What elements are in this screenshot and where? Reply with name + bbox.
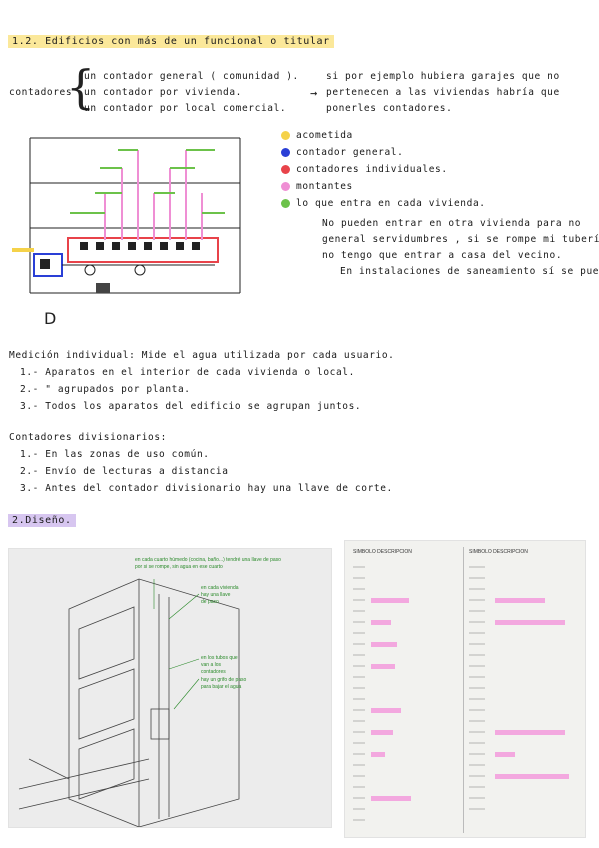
green-note: de paso	[201, 599, 219, 605]
green-note: en los tubos que	[201, 655, 238, 661]
col2-header: SIMBOLO DESCRIPCION	[469, 549, 528, 555]
diagram-letter: D	[44, 309, 56, 328]
green-note: para bajar el agua	[201, 684, 242, 690]
section-heading-2: 2.Diseño.	[8, 514, 76, 527]
building-figure: en cada cuarto húmedo (cocina, baño...) …	[8, 548, 332, 828]
note-line-2: pertenecen a las viviendas habría que	[326, 87, 560, 98]
green-note: en cada cuarto húmedo (cocina, baño...) …	[135, 557, 281, 563]
bullet-line-1: No pueden entrar en otra vivienda para n…	[322, 218, 582, 229]
bullet-line-4: En instalaciones de saneamiento sí se pu…	[340, 266, 599, 277]
green-note: por si se rompe, sin agua en ese cuarto	[135, 564, 223, 570]
note-line-3: ponerles contadores.	[326, 103, 453, 114]
contador-item-2: un contador por vivienda.	[84, 87, 242, 98]
legend-label: lo que entra en cada vivienda.	[296, 198, 486, 209]
contador-item-1: un contador general ( comunidad ).	[84, 71, 299, 82]
contador-item-3: un contador por local comercial.	[84, 103, 287, 114]
legend-label: contadores individuales.	[296, 164, 448, 175]
legend-dot-vivienda	[281, 199, 290, 208]
medicion-line-1: 1.- Aparatos en el interior de cada vivi…	[20, 367, 355, 378]
col1-header: SIMBOLO DESCRIPCION	[353, 549, 412, 555]
brace: {	[66, 60, 96, 114]
divisionarios-line-2: 2.- Envío de lecturas a distancia	[20, 466, 229, 477]
green-note: hay un grifo de paso	[201, 677, 247, 683]
legend-dot-contador-general	[281, 148, 290, 157]
divisionarios-line-1: 1.- En las zonas de uso común.	[20, 449, 210, 460]
arrow-glyph: →	[310, 86, 318, 100]
column-divider	[463, 547, 464, 833]
legend-label: acometida	[296, 130, 353, 141]
legend-dot-montantes	[281, 182, 290, 191]
bullet-line-3: no tengo que entrar a casa del vecino.	[322, 250, 563, 261]
medicion-title: Medición individual: Mide el agua utiliz…	[9, 350, 395, 361]
divisionarios-line-3: 3.- Antes del contador divisionario hay …	[20, 483, 393, 494]
building-diagram: D	[12, 137, 241, 328]
medicion-line-2: 2.- " agrupados por planta.	[20, 384, 191, 395]
legend-label: montantes	[296, 181, 353, 192]
symbols-table: SIMBOLO DESCRIPCION SIMBOLO DESCRIPCION	[344, 540, 586, 838]
green-note: en cada vivienda	[201, 585, 239, 591]
note-line-1: si por ejemplo hubiera garajes que no	[326, 71, 560, 82]
bullet-line-2: general servidumbres , si se rompe mi tu…	[322, 234, 599, 245]
medicion-line-3: 3.- Todos los aparatos del edificio se a…	[20, 401, 362, 412]
building-iso-drawing	[18, 578, 240, 828]
divisionarios-title: Contadores divisionarios:	[9, 432, 167, 443]
legend-dot-acometida	[281, 131, 290, 140]
green-note: van a los	[201, 662, 222, 668]
green-note: hay una llave	[201, 592, 231, 598]
legend-label: contador general.	[296, 147, 404, 158]
symbol-rows	[353, 566, 569, 821]
section-heading: 1.2. Edificios con más de un funcional o…	[8, 35, 334, 48]
green-note: contadores	[201, 669, 226, 675]
legend-dot-contadores-individuales	[281, 165, 290, 174]
contadores-label: contadores	[9, 87, 73, 98]
heading-text: 1.2. Edificios con más de un funcional o…	[8, 35, 334, 48]
heading-2-text: 2.Diseño.	[8, 514, 76, 527]
